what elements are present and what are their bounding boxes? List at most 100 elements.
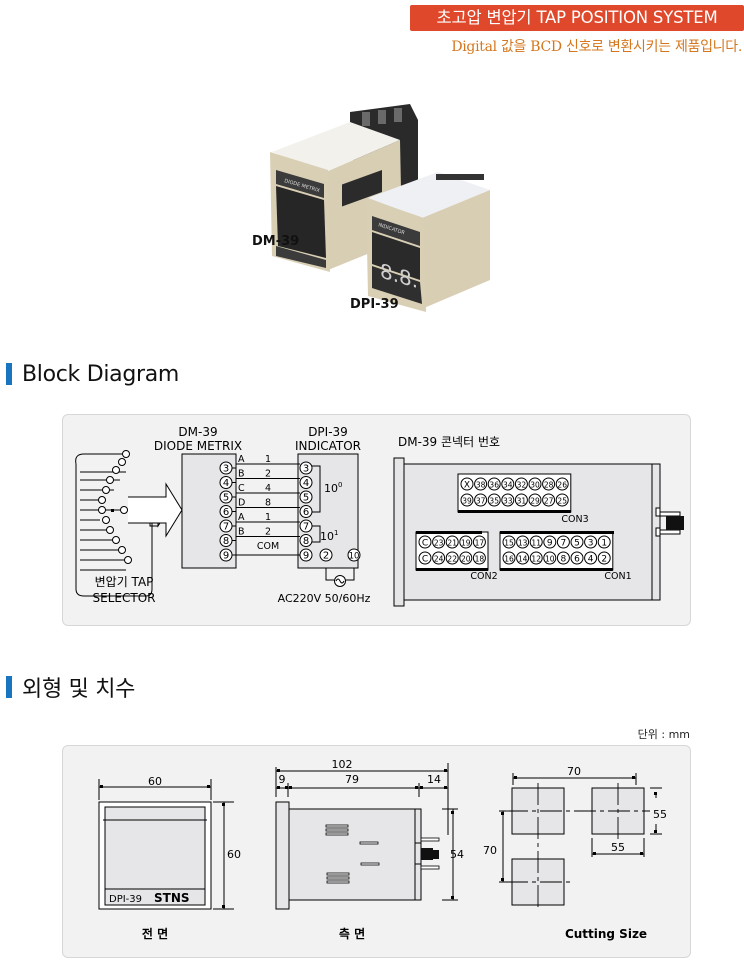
connector-pin-number: 19 (461, 539, 471, 548)
con3-label: CON3 (561, 514, 588, 525)
connector-pin-number: 39 (462, 497, 472, 506)
dpi39-subtitle: INDICATOR (295, 439, 361, 453)
connector-pin (543, 535, 557, 549)
connector-pin-number: 16 (504, 555, 514, 564)
connector-pin (445, 551, 459, 565)
dm39-terminal-number: 4 (223, 478, 229, 489)
connector-pin-number: 9 (547, 539, 553, 549)
connector-pin (418, 551, 432, 565)
connector-pin-number: 20 (461, 555, 471, 564)
connector-pin (459, 535, 473, 549)
connector-pin-number: 4 (588, 555, 594, 565)
product-label-dpi39: DPI-39 (350, 297, 399, 312)
connector-pin (460, 477, 474, 491)
dpi39-terminal (299, 476, 313, 489)
connector-pin (514, 493, 528, 507)
dimension-drawings: 60 DPI-39 STNS 60 전 면 102 9 79 14 (98, 758, 667, 941)
dm39-title: DM-39 (178, 425, 217, 439)
connector-pin-number: 25 (557, 497, 567, 506)
signal-letter: D (238, 498, 245, 509)
dpi39-unit: 8.8. INDICATOR (366, 172, 490, 312)
signal-letter: B (238, 469, 245, 480)
connector-pin (555, 493, 569, 507)
side-front-depth-value: 9 (279, 773, 286, 786)
dpi39-power-terminal (347, 548, 361, 562)
connector-pin-number: X (464, 481, 470, 491)
block-diagram: 변압기 TAP SELECTOR DM-39 DIODE METRIX DPI-… (75, 425, 684, 607)
connector-pin-number: 12 (531, 555, 541, 564)
front-view-caption: 전 면 (142, 926, 168, 941)
connector-pin-number: 7 (561, 539, 567, 549)
page-subtitle: Digital 값을 BCD 신호로 변환시키는 제품입니다. (451, 39, 742, 55)
connector-pin-number: 35 (489, 497, 499, 506)
connector-pin (432, 535, 446, 549)
connector-pin-number: 23 (434, 539, 444, 548)
dpi39-terminal-number: 7 (303, 522, 309, 533)
connector-pin (516, 551, 530, 565)
section-heading-text: 외형 및 치수 (22, 677, 136, 702)
connector-pin-number: 17 (475, 539, 485, 548)
connector-pin-number: 2 (601, 555, 607, 565)
signal-weight: 8 (265, 498, 271, 509)
dm39-terminal-number: 5 (223, 493, 229, 504)
connector-pin (501, 477, 515, 491)
selector-line (75, 453, 122, 465)
side-body-value: 79 (345, 773, 359, 786)
digit-ones-label: 100 (324, 481, 342, 495)
connector-pin-number: 14 (518, 555, 528, 564)
con2-label: CON2 (470, 571, 497, 582)
dpi39-terminal-number: 6 (303, 507, 309, 518)
heading-accent-bar (6, 676, 12, 698)
connector-pin (418, 535, 432, 549)
connector-pin-number: 32 (517, 481, 527, 490)
signal-letter: B (238, 527, 245, 538)
side-height-value: 54 (450, 848, 464, 861)
power-label: AC220V 50/60Hz (278, 592, 371, 605)
connector-pin-number: 1 (601, 539, 607, 549)
cutting-hole-w-value: 55 (611, 841, 625, 854)
signal-arrow (128, 482, 183, 538)
connector-pin (474, 477, 488, 491)
connector-pin (516, 535, 530, 549)
connector-pin-number: 6 (574, 555, 580, 565)
side-total-value: 102 (332, 758, 353, 771)
dm39-terminal-number: 8 (223, 536, 229, 547)
com-label: COM (257, 541, 279, 552)
dpi39-power-terminal (319, 548, 333, 562)
connector-pin (570, 535, 584, 549)
connector-pin (528, 493, 542, 507)
connector-pin (529, 551, 543, 565)
connector-pin (529, 535, 543, 549)
connector-pin-number: 34 (503, 481, 513, 490)
connector-pin (487, 493, 501, 507)
front-view: 60 DPI-39 STNS 60 전 면 (98, 775, 241, 941)
section-heading-block-diagram: Block Diagram (6, 361, 179, 387)
dpi39-terminal (299, 534, 313, 547)
selector-label-2: SELECTOR (93, 591, 156, 605)
connector-pin (472, 551, 486, 565)
dpi39-power-terminal-number: 10 (349, 552, 360, 562)
connector-pin-number: 37 (476, 497, 486, 506)
connector-pin-number: 21 (447, 539, 457, 548)
connector-pin (445, 535, 459, 549)
side-rear-value: 14 (427, 773, 441, 786)
connector-pin-number: 27 (544, 497, 554, 506)
dpi39-terminal (299, 490, 313, 504)
connector-pin-number: 30 (530, 481, 540, 490)
signal-letter: C (238, 483, 245, 494)
connector-pin (432, 551, 446, 565)
front-height-value: 60 (227, 848, 241, 861)
connector-pin (597, 551, 611, 565)
section-heading-dimensions: 외형 및 치수 (6, 674, 136, 702)
connector-pin-number: 26 (557, 481, 567, 490)
digit-tens-label: 101 (320, 529, 338, 543)
cutting-size-caption: Cutting Size (565, 927, 647, 941)
connector-pin-number: 15 (504, 539, 514, 548)
cutting-pitch-v-value: 70 (483, 844, 497, 857)
connector-title: DM-39 콘넥터 번호 (398, 435, 500, 449)
connector-pin-number: 33 (503, 497, 513, 506)
connector-pin (542, 477, 556, 491)
connector-pin (514, 477, 528, 491)
connector-pin (502, 551, 516, 565)
dpi39-terminal-number: 9 (303, 551, 309, 562)
